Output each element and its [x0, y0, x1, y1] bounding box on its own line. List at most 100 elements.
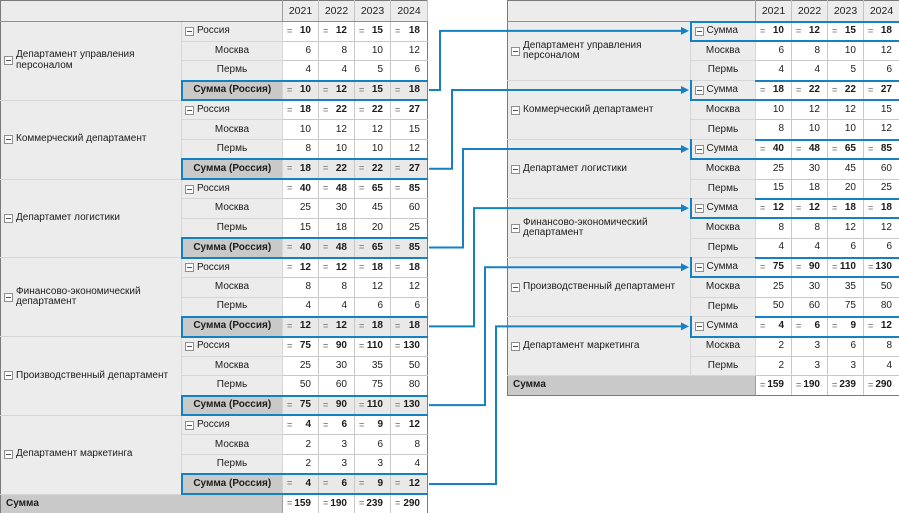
- value-cell: 12: [863, 217, 899, 239]
- collapse-icon[interactable]: [511, 223, 520, 233]
- value-text: 130: [403, 340, 420, 352]
- value-cell-content: =27: [392, 163, 427, 175]
- value-cell: 5: [827, 60, 864, 82]
- equals-icon: =: [395, 340, 401, 351]
- city-label-content: Пермь: [183, 65, 282, 76]
- equals-icon: =: [359, 320, 365, 331]
- value-cell-content: 10: [356, 143, 390, 155]
- collapse-icon[interactable]: [185, 263, 194, 273]
- total-label-content: Сумма: [2, 498, 282, 510]
- value-cell: 60: [791, 296, 828, 318]
- collapse-icon[interactable]: [4, 371, 13, 381]
- value-text: 15: [844, 25, 856, 37]
- value-cell: 8: [755, 217, 792, 239]
- value-text: 9: [377, 477, 383, 489]
- value-cell: 60: [390, 198, 428, 219]
- row-label-text: Россия: [197, 182, 230, 194]
- department-cell: Финансово-экономический департамент: [0, 257, 182, 337]
- collapse-icon[interactable]: [694, 85, 704, 95]
- value-cell: 50: [755, 296, 792, 318]
- value-text: 18: [408, 84, 420, 96]
- department-label: Департамет логистики: [16, 212, 121, 224]
- collapse-icon[interactable]: [4, 56, 13, 66]
- value-cell: =48: [318, 178, 355, 200]
- collapse-icon[interactable]: [4, 292, 13, 302]
- value-text: 35: [844, 281, 856, 293]
- equals-icon: =: [287, 25, 293, 36]
- value-cell-content: =85: [392, 183, 427, 195]
- value-text: 18: [408, 25, 420, 37]
- city-label-content: Москва: [183, 124, 282, 136]
- collapse-icon[interactable]: [511, 164, 520, 174]
- value-cell: =22: [791, 79, 828, 102]
- value-text: 25: [772, 281, 784, 293]
- value-text: 3: [341, 438, 347, 450]
- equals-icon: =: [832, 143, 838, 154]
- value-cell-content: =159: [757, 380, 791, 391]
- value-cell: =40: [282, 178, 319, 200]
- equals-icon: =: [287, 242, 293, 253]
- value-cell: 10: [318, 139, 355, 160]
- collapse-icon[interactable]: [694, 26, 704, 36]
- value-text: 8: [341, 44, 347, 56]
- value-text: 3: [814, 359, 820, 371]
- subtotal-label-cell: Сумма: [689, 316, 756, 338]
- collapse-icon[interactable]: [511, 282, 520, 292]
- subtotal-label-content: Сумма (Россия): [184, 163, 282, 175]
- department-cell: Департамент управления персоналом: [0, 21, 182, 101]
- minus-glyph: [513, 50, 518, 52]
- collapse-icon[interactable]: [4, 450, 13, 460]
- collapse-icon[interactable]: [511, 105, 520, 115]
- equals-icon: =: [359, 498, 365, 509]
- value-text: 110: [839, 261, 856, 273]
- subtotal-label-content: Сумма: [693, 261, 755, 273]
- row-label-text: Сумма (Россия): [193, 477, 272, 489]
- value-cell-content: 6: [829, 341, 863, 352]
- collapse-icon[interactable]: [185, 26, 194, 36]
- value-cell: 5: [354, 60, 391, 82]
- value-cell: 10: [827, 119, 864, 141]
- value-text: 3: [850, 359, 856, 371]
- collapse-icon[interactable]: [185, 420, 194, 430]
- collapse-icon[interactable]: [511, 46, 520, 56]
- value-cell: 4: [791, 60, 828, 82]
- value-cell: 12: [390, 139, 428, 160]
- equals-icon: =: [287, 262, 293, 273]
- value-cell-content: =10: [284, 25, 318, 37]
- collapse-icon[interactable]: [185, 184, 194, 194]
- value-text: 6: [377, 300, 383, 312]
- equals-icon: =: [359, 419, 365, 430]
- department-label: Департамент маркетинга: [16, 448, 133, 460]
- subtotal-label-content: Сумма: [693, 84, 755, 96]
- city-label-content: Пермь: [692, 360, 755, 372]
- value-cell: =22: [318, 158, 355, 180]
- equals-icon: =: [760, 202, 766, 213]
- collapse-icon[interactable]: [185, 342, 194, 352]
- value-text: 110: [366, 340, 383, 352]
- collapse-icon[interactable]: [694, 144, 704, 154]
- city-label-content: Москва: [183, 360, 282, 372]
- value-cell-content: 10: [829, 46, 863, 57]
- value-cell: =6: [318, 473, 355, 495]
- value-text: 8: [305, 281, 311, 293]
- collapse-icon[interactable]: [694, 262, 704, 272]
- value-cell-content: 50: [757, 301, 791, 312]
- collapse-icon[interactable]: [694, 203, 704, 213]
- row-label-text: Сумма: [706, 142, 738, 154]
- collapse-icon[interactable]: [185, 105, 194, 115]
- collapse-icon[interactable]: [4, 135, 13, 145]
- value-cell: 80: [863, 296, 899, 318]
- total-label-cell: Сумма: [507, 375, 756, 397]
- column-header-2024: 2024: [863, 0, 899, 22]
- collapse-icon[interactable]: [511, 341, 520, 351]
- collapse-icon[interactable]: [694, 321, 704, 331]
- collapse-icon[interactable]: [4, 213, 13, 223]
- value-cell: =18: [282, 99, 319, 121]
- row-label-text: Сумма: [706, 261, 738, 273]
- value-text: 10: [299, 84, 311, 96]
